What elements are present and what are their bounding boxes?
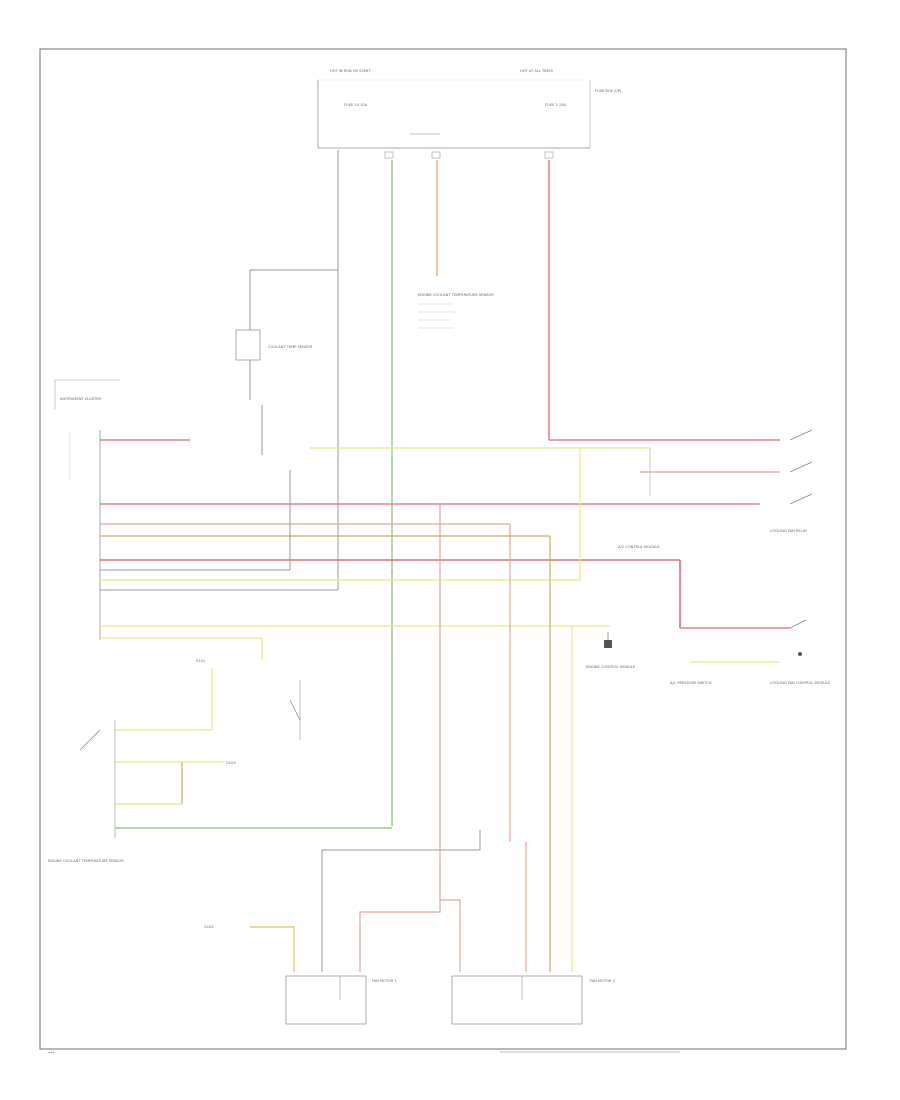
instrument-cluster-box: INSTRUMENT CLUSTER <box>54 379 120 640</box>
wire-bottom-gray-left <box>321 830 481 972</box>
fuse-left-name: FUSE 14 10A <box>344 103 368 107</box>
svg-text:COOLING FAN CONTROL MODULE: COOLING FAN CONTROL MODULE <box>770 681 831 685</box>
svg-text:S101: S101 <box>196 659 205 663</box>
svg-text:FAN MOTOR 2: FAN MOTOR 2 <box>590 979 615 983</box>
diagram-frame <box>39 48 847 1050</box>
ground-right: G103 <box>226 761 236 765</box>
fuse-box-left-header: HOT IN RUN OR START <box>330 69 371 73</box>
wire-bottom-yellow-ground <box>250 926 295 972</box>
ground-left: G102 <box>204 925 214 929</box>
fuse-box-right-header: HOT AT ALL TIMES <box>520 69 554 73</box>
svg-text:ENGINE COOLANT TEMPERATURE SEN: ENGINE COOLANT TEMPERATURE SENSOR <box>48 859 124 863</box>
svg-text:INSTRUMENT CLUSTER: INSTRUMENT CLUSTER <box>60 397 101 401</box>
engine-connector-note: ENGINE COOLANT TEMPERATURE SENSOR <box>418 293 494 329</box>
svg-text:A/C PRESSURE SWITCH: A/C PRESSURE SWITCH <box>670 681 712 685</box>
svg-text:G103: G103 <box>226 761 236 765</box>
svg-text:A/C CONTROL MODULE: A/C CONTROL MODULE <box>618 545 660 549</box>
fuse-box-side-label: FUSE BOX (I/P) <box>595 89 622 93</box>
fuse-right-name: FUSE 3 15A <box>545 103 566 107</box>
fuse-box: HOT IN RUN OR START HOT AT ALL TIMES FUS… <box>317 69 622 159</box>
lower-left-cluster: S101 ENGINE COOLANT TEMPERATURE SENSOR <box>48 638 392 863</box>
wire-bottom-pink-center <box>440 899 461 972</box>
svg-text:COOLING FAN RELAY: COOLING FAN RELAY <box>770 529 808 533</box>
svg-text:G102: G102 <box>204 925 214 929</box>
svg-text:FAN MOTOR 1: FAN MOTOR 1 <box>372 979 397 983</box>
svg-text:ENGINE CONTROL MODULE: ENGINE CONTROL MODULE <box>586 665 636 669</box>
fan-motor-right: FAN MOTOR 2 <box>451 975 615 1025</box>
fan-motor-left: FAN MOTOR 1 <box>285 975 397 1025</box>
coolant-sensor-relay: COOLANT TEMP SENSOR <box>235 269 338 455</box>
relay-center: ENGINE CONTROL MODULE <box>586 632 636 669</box>
ac-control-area: A/C CONTROL MODULE COOLING FAN CONTROL M… <box>618 545 831 685</box>
svg-text:COOLANT TEMP SENSOR: COOLANT TEMP SENSOR <box>268 345 313 349</box>
cooling-fan-relay: COOLING FAN RELAY <box>640 429 813 533</box>
wire-bottom-pink-left <box>359 882 441 972</box>
footer-code: ••• <box>48 1051 54 1055</box>
svg-text:ENGINE COOLANT TEMPERATURE SEN: ENGINE COOLANT TEMPERATURE SENSOR <box>418 293 494 297</box>
